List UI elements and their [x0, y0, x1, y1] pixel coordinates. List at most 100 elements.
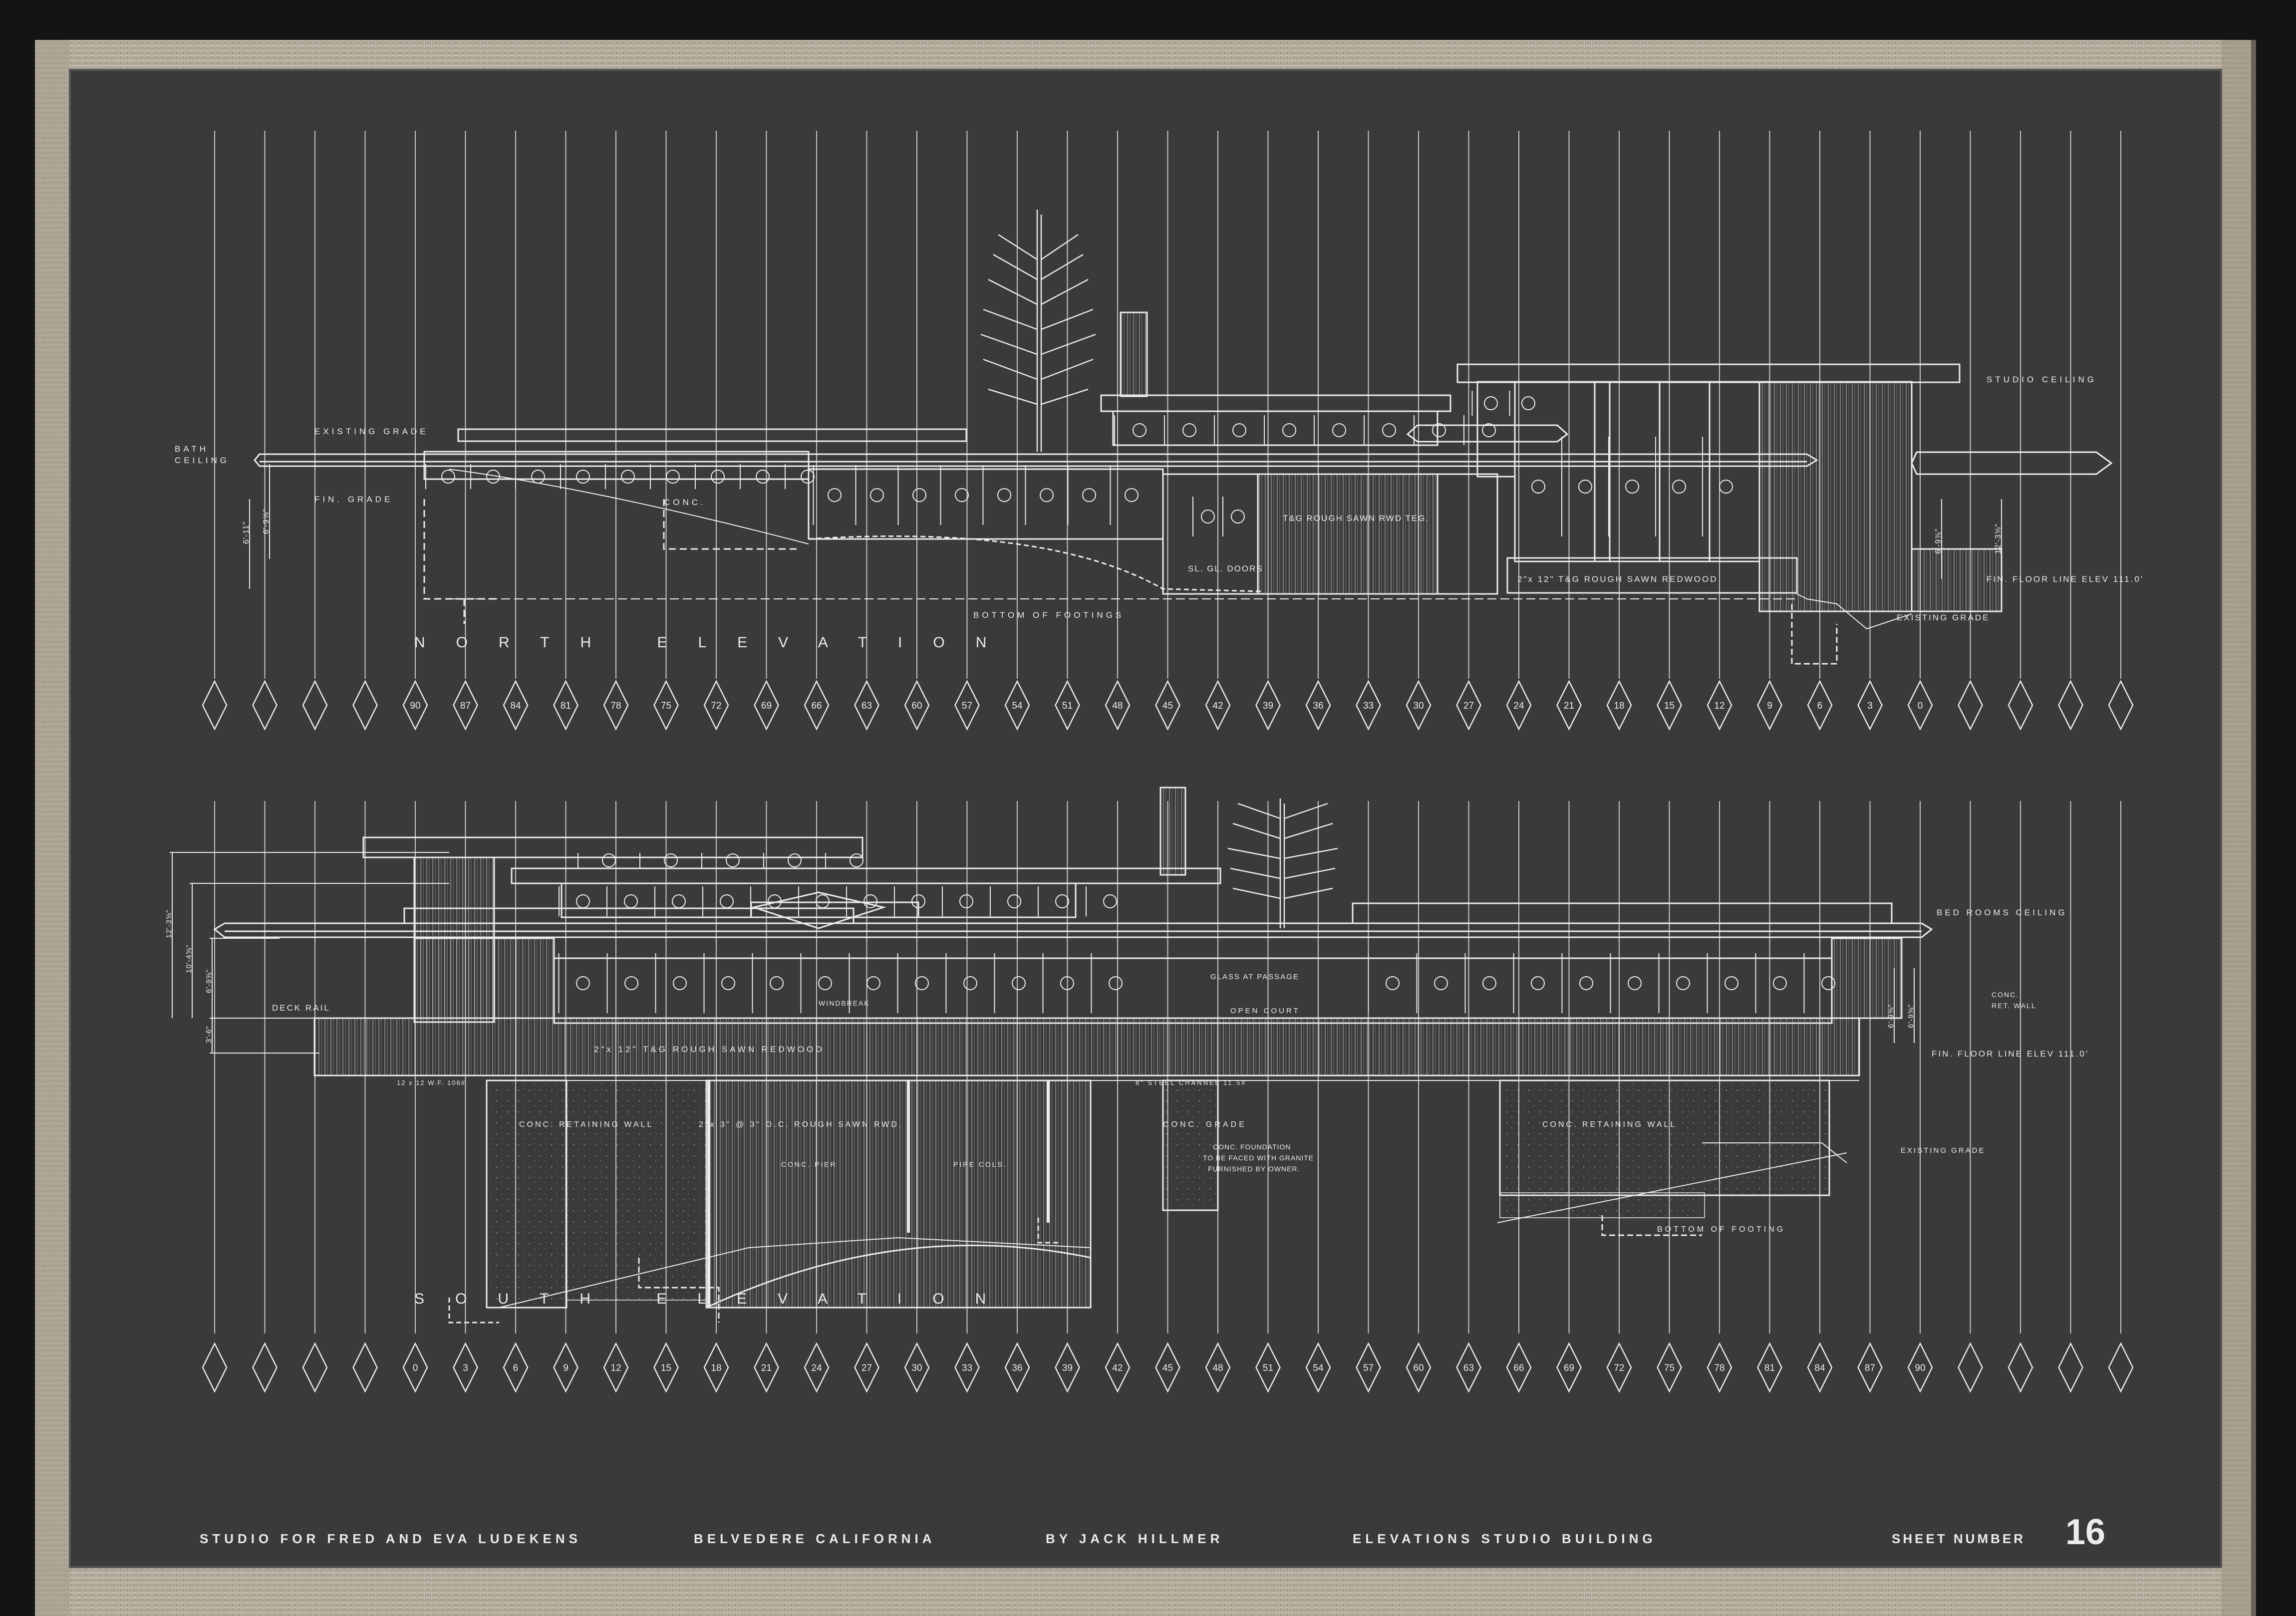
north-grid-marker	[1155, 680, 1180, 731]
north-grid-label: 60	[911, 701, 922, 711]
south-grid-marker	[1757, 1342, 1782, 1393]
north-callout-bubble	[1578, 480, 1592, 494]
north-grid-marker	[202, 680, 228, 731]
south-callout-bubble	[915, 976, 929, 990]
title-project: STUDIO FOR FRED AND EVA LUDEKENS	[200, 1531, 581, 1546]
south-grid-label: 12	[610, 1363, 621, 1373]
note-existing-grade-south: EXISTING GRADE	[1901, 1146, 1986, 1155]
south-grid-label: 30	[911, 1363, 922, 1373]
note-fin-floor-south: FIN. FLOOR LINE ELEV 111.0'	[1932, 1049, 2089, 1059]
note-conc-grade: CONC. GRADE	[1163, 1120, 1247, 1129]
north-callout-bubble	[576, 470, 590, 484]
north-callout-bubble	[1082, 488, 1096, 502]
north-callout-bubble	[828, 488, 842, 502]
tree-north	[980, 210, 1096, 452]
note-bed-rooms-ceiling: BED ROOMS CEILING	[1937, 908, 2067, 917]
south-callout-bubble	[850, 853, 863, 867]
south-callout-bubble	[576, 894, 590, 908]
north-grid-marker	[2008, 680, 2033, 731]
north-grid-label: 0	[1918, 701, 1923, 711]
north-callout-bubble	[1133, 423, 1147, 437]
note-conc-foundation-1: CONC. FOUNDATION	[1213, 1143, 1291, 1151]
south-grid-label: 63	[1463, 1363, 1474, 1373]
north-grid-label: 51	[1062, 701, 1073, 711]
north-callout-bubble	[1484, 396, 1498, 410]
south-callout-bubble	[963, 976, 977, 990]
north-elevation-labels: EXISTING GRADE BATH CEILING FIN. GRADE C…	[175, 375, 2144, 651]
south-grid-marker	[954, 1342, 980, 1393]
south-grid-marker	[1958, 1342, 1983, 1393]
north-grid-marker	[1105, 680, 1131, 731]
north-grid-marker	[1807, 680, 1833, 731]
south-grid-label: 48	[1212, 1363, 1223, 1373]
south-callout-bubble	[959, 894, 973, 908]
north-grid-marker	[453, 680, 478, 731]
south-grid-marker	[804, 1342, 830, 1393]
south-callout-bubble	[1628, 976, 1642, 990]
north-callout-bubble	[912, 488, 926, 502]
dim-south-4: 3'-6"	[205, 1026, 213, 1043]
north-grid-marker	[1857, 680, 1883, 731]
north-callout-bubble	[486, 470, 500, 484]
north-callout-bubble	[621, 470, 635, 484]
south-walls	[313, 937, 1903, 1324]
dim-south-1: 12'-3⅝"	[165, 909, 173, 938]
north-callout-bubble	[1282, 423, 1296, 437]
note-fin-floor: FIN. FLOOR LINE ELEV 111.0'	[1987, 574, 2144, 584]
north-callout-bubbles	[425, 391, 1733, 537]
dim-north-4: 12'-3⅝"	[1994, 524, 2003, 554]
south-grid-label: 3	[463, 1363, 468, 1373]
south-callout-bubble	[726, 853, 740, 867]
note-existing-grade-right: EXISTING GRADE	[1897, 613, 1990, 622]
north-callout-bubble	[756, 470, 770, 484]
north-elevation-title: NORTH ELEVATION	[414, 634, 1017, 651]
north-callout-bubble	[1625, 480, 1639, 494]
north-callout-bubble	[1332, 423, 1346, 437]
south-grid-marker	[2058, 1342, 2083, 1393]
north-grid-marker	[402, 680, 428, 731]
north-callout-bubble	[870, 488, 884, 502]
south-callout-bubble	[1482, 976, 1496, 990]
south-grid-label: 18	[711, 1363, 721, 1373]
north-callout-bubble	[955, 488, 969, 502]
north-grid-marker	[1506, 680, 1532, 731]
north-grid-marker	[2058, 680, 2083, 731]
title-sheet: ELEVATIONS STUDIO BUILDING	[1353, 1531, 1657, 1546]
note-sl-gl-doors: SL. GL. DOORS	[1188, 564, 1263, 573]
north-callout-bubble	[801, 470, 815, 484]
south-callout-bubble	[911, 894, 925, 908]
note-bottom-footing: BOTTOM OF FOOTING	[1657, 1225, 1785, 1234]
south-grid-marker	[1406, 1342, 1432, 1393]
south-grid-marker	[1506, 1342, 1532, 1393]
north-grid-marker	[503, 680, 529, 731]
south-callout-bubble	[721, 976, 735, 990]
sheet-number-label: SHEET NUMBER	[1892, 1531, 2025, 1546]
north-grid-marker	[1205, 680, 1231, 731]
north-grid-marker	[1456, 680, 1481, 731]
north-grid-marker	[1406, 680, 1432, 731]
south-grid-marker	[1907, 1342, 1933, 1393]
note-conc-ret-wall-1: CONC.	[1992, 991, 2019, 999]
south-callout-bubble	[664, 853, 678, 867]
south-grid-label: 15	[661, 1363, 671, 1373]
south-grid-marker	[1205, 1342, 1231, 1393]
south-elevation-labels: BED ROOMS CEILING DECK RAIL WINDBREAK GL…	[165, 908, 2089, 1307]
north-callout-bubble	[1719, 480, 1733, 494]
note-conc-retaining-left: CONC. RETAINING WALL	[519, 1120, 653, 1129]
dim-north-3: 6'-9⅝"	[1934, 529, 1943, 554]
north-grid-marker	[1657, 680, 1682, 731]
south-grid-marker	[653, 1342, 679, 1393]
south-grid-marker	[1657, 1342, 1682, 1393]
south-grid-marker	[1356, 1342, 1381, 1393]
south-grid-label: 81	[1764, 1363, 1775, 1373]
north-grid-marker	[904, 680, 930, 731]
north-grid-label: 3	[1867, 701, 1873, 711]
north-callout-bubble	[1482, 423, 1496, 437]
south-grid-label: 21	[761, 1363, 772, 1373]
south-grid-marker	[1055, 1342, 1080, 1393]
tree-south	[1227, 799, 1338, 928]
south-grid-marker	[1606, 1342, 1632, 1393]
north-grid-label: 57	[962, 701, 972, 711]
north-grid-marker	[1556, 680, 1582, 731]
note-bath-ceiling-1: BATH	[175, 444, 209, 454]
